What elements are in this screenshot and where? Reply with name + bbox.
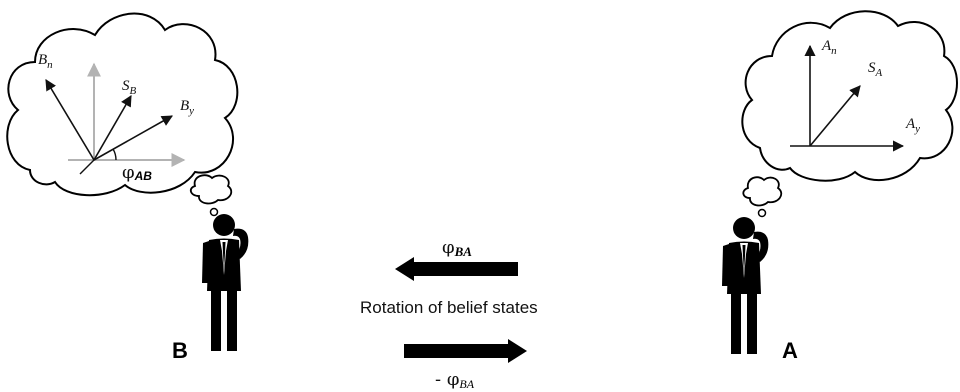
person-b-label: B xyxy=(172,338,188,363)
person-a-figure xyxy=(722,217,769,354)
a-axes xyxy=(790,44,905,152)
thought-bubbles-a xyxy=(742,176,783,218)
caption-rotation: Rotation of belief states xyxy=(360,298,538,317)
angle-arc-b xyxy=(112,148,117,161)
thought-bubbles-b xyxy=(189,174,233,217)
vector-bn xyxy=(45,79,95,161)
b-reference-axes xyxy=(68,62,186,167)
label-phi-ba-bottom: - φBA xyxy=(435,369,475,391)
label-bn: Bn xyxy=(38,52,53,71)
arrow-left xyxy=(395,257,518,281)
vector-sa xyxy=(809,85,861,147)
person-b-figure xyxy=(202,214,249,351)
label-phi-ba-top: φBA xyxy=(442,237,472,259)
vector-sb xyxy=(93,95,132,161)
person-a-label: A xyxy=(782,338,798,363)
label-an: An xyxy=(821,38,837,57)
label-sa: SA xyxy=(868,60,883,79)
vector-by xyxy=(93,115,173,161)
label-phi-ab: φAB xyxy=(122,162,152,183)
thought-cloud-a xyxy=(741,10,958,182)
label-ay: Ay xyxy=(905,116,920,135)
b-rotated-axes xyxy=(45,79,173,175)
arrow-right xyxy=(404,339,527,363)
label-sb: SB xyxy=(122,78,137,97)
label-by: By xyxy=(180,98,194,117)
